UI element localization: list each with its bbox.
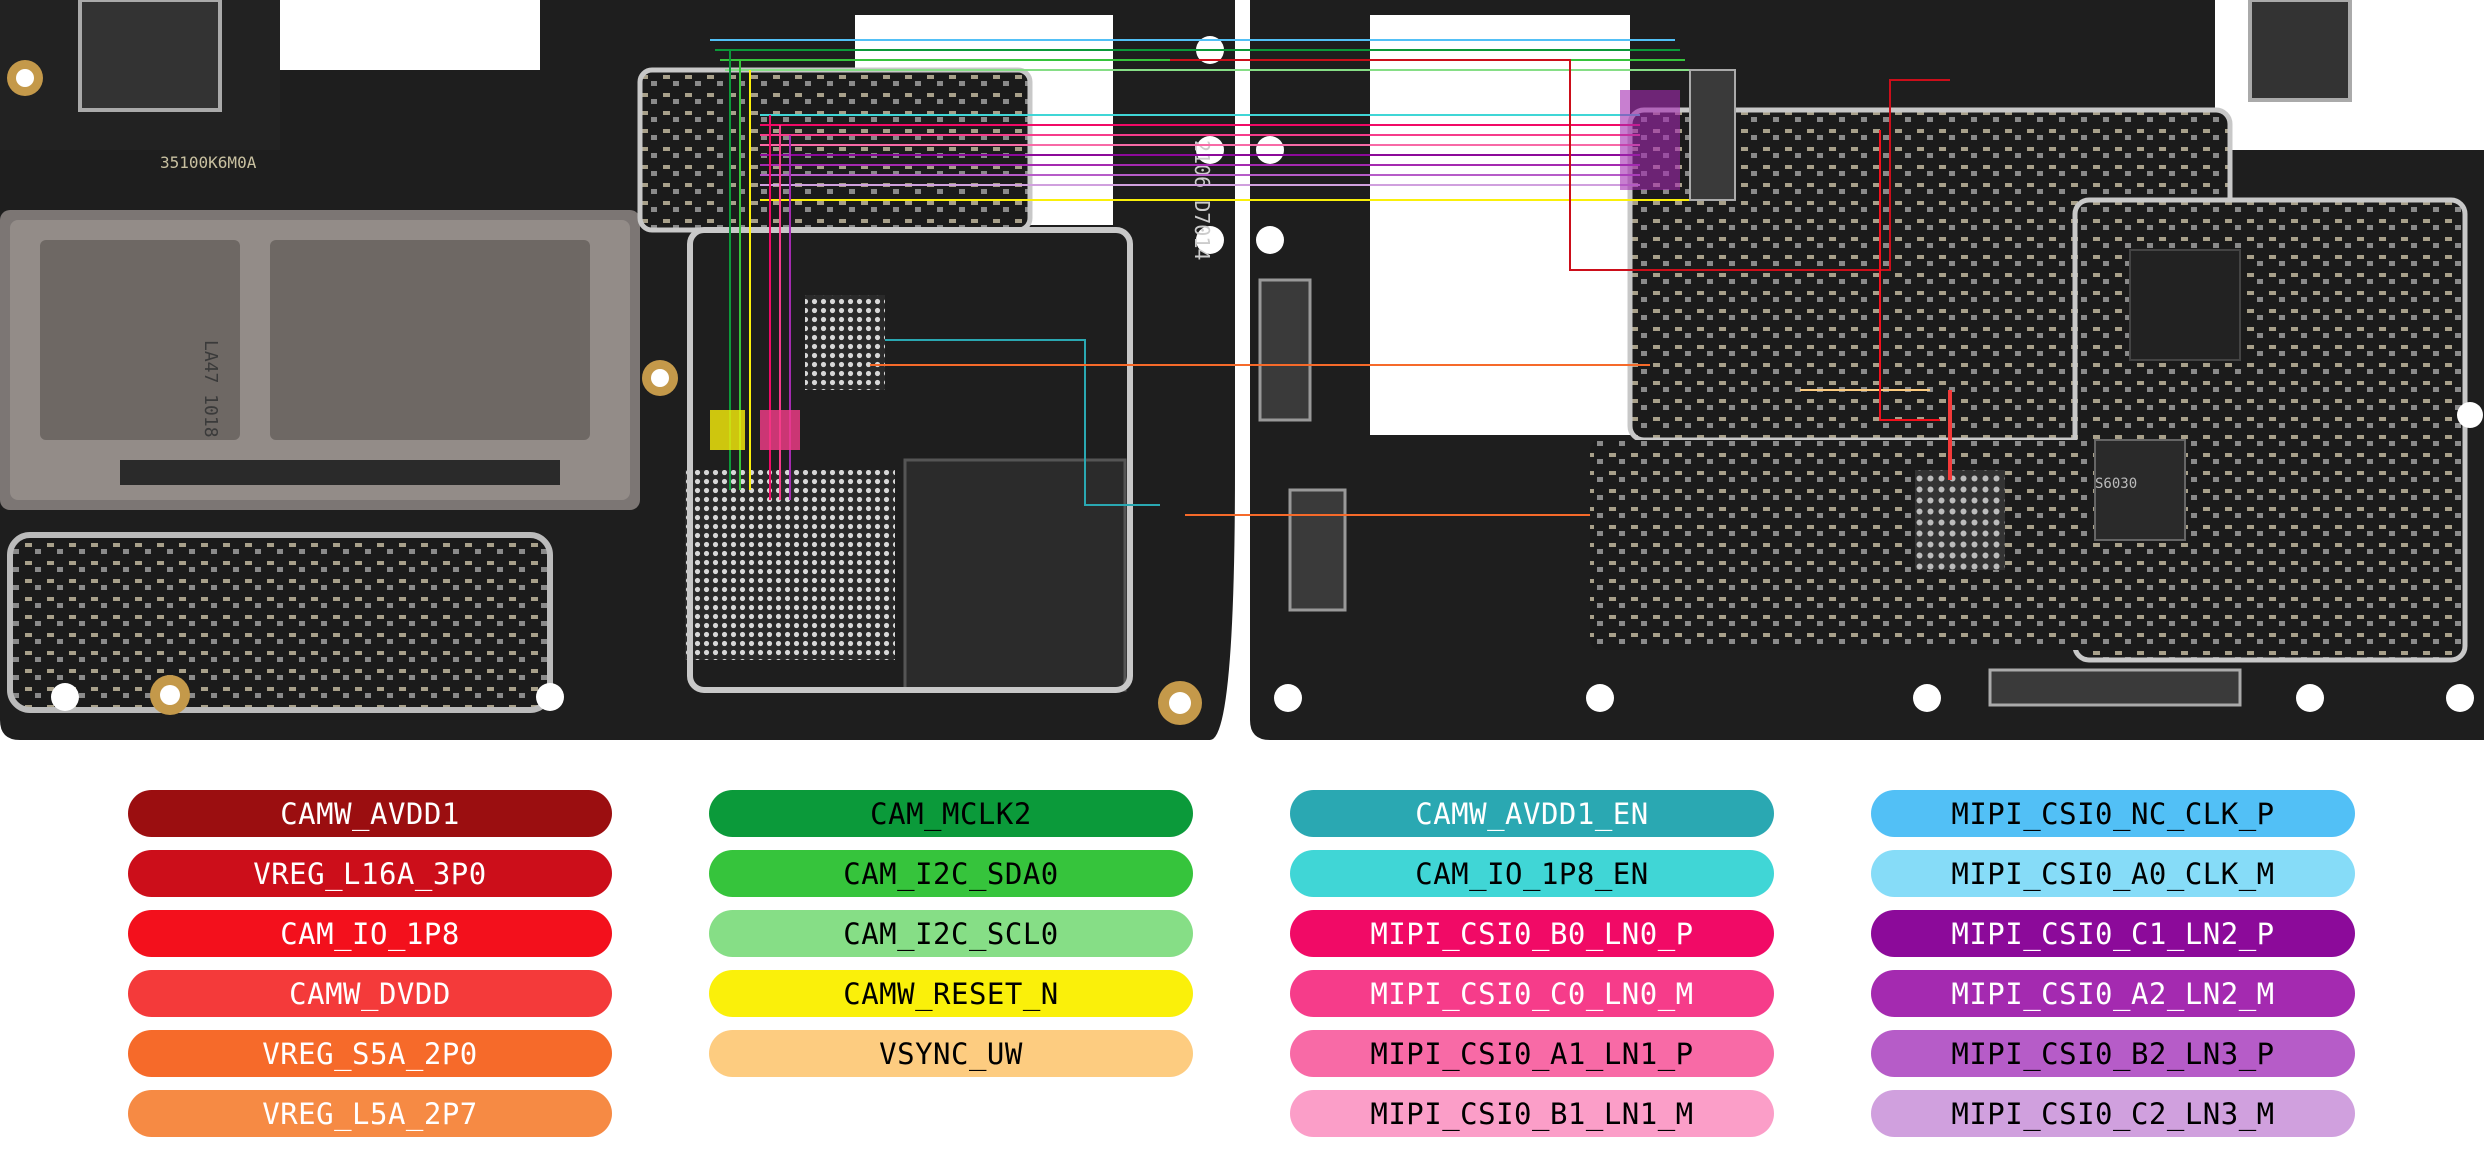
legend-column-4: MIPI_CSI0_NC_CLK_P MIPI_CSI0_A0_CLK_M MIPI… (1871, 790, 2355, 1150)
legend-item-label: CAMW_AVDD1 (280, 796, 460, 831)
legend-item-cam-mclk2: CAM_MCLK2 (709, 790, 1193, 837)
legend-item-label: MIPI_CSI0_B1_LN1_M (1370, 1096, 1694, 1131)
legend-item-label: MIPI_CSI0_B0_LN0_P (1370, 916, 1694, 951)
legend-item-label: MIPI_CSI0_C1_LN2_P (1951, 916, 2275, 951)
legend-item-mipi-csi0-nc-clk-p: MIPI_CSI0_NC_CLK_P (1871, 790, 2355, 837)
legend-item-vreg-s5a-2p0: VREG_S5A_2P0 (128, 1030, 612, 1077)
legend-item-label: CAM_I2C_SDA0 (843, 856, 1059, 891)
legend-item-label: MIPI_CSI0_A2_LN2_M (1951, 976, 2275, 1011)
legend-item-mipi-csi0-b1-ln1-m: MIPI_CSI0_B1_LN1_M (1290, 1090, 1774, 1137)
legend-item-label: MIPI_CSI0_C0_LN0_M (1370, 976, 1694, 1011)
legend-item-camw-avdd1: CAMW_AVDD1 (128, 790, 612, 837)
legend-item-camw-avdd1-en: CAMW_AVDD1_EN (1290, 790, 1774, 837)
legend-item-mipi-csi0-c0-ln0-m: MIPI_CSI0_C0_LN0_M (1290, 970, 1774, 1017)
legend-item-mipi-csi0-c2-ln3-m: MIPI_CSI0_C2_LN3_M (1871, 1090, 2355, 1137)
legend-item-label: MIPI_CSI0_B2_LN3_P (1951, 1036, 2275, 1071)
legend-item-camw-reset-n: CAMW_RESET_N (709, 970, 1193, 1017)
legend-column-3: CAMW_AVDD1_EN CAM_IO_1P8_EN MIPI_CSI0_B0_L… (1290, 790, 1774, 1150)
legend-item-camw-dvdd: CAMW_DVDD (128, 970, 612, 1017)
left-chip-mark: LA47 1018 (200, 340, 221, 438)
legend-item-label: CAM_IO_1P8_EN (1415, 856, 1649, 891)
legend-item-label: CAMW_DVDD (289, 976, 451, 1011)
legend-item-label: MIPI_CSI0_A0_CLK_M (1951, 856, 2275, 891)
legend-item-cam-io-1p8-en: CAM_IO_1P8_EN (1290, 850, 1774, 897)
left-board: 35100K6M0A LA47 1018 2106 D7014 (0, 0, 1235, 740)
signal-traces (710, 39, 1952, 516)
legend-item-label: VREG_L5A_2P7 (262, 1096, 478, 1131)
legend-item-mipi-csi0-c1-ln2-p: MIPI_CSI0_C1_LN2_P (1871, 910, 2355, 957)
legend-item-cam-io-1p8: CAM_IO_1P8 (128, 910, 612, 957)
legend-item-label: MIPI_CSI0_C2_LN3_M (1951, 1096, 2275, 1131)
legend-item-mipi-csi0-a2-ln2-m: MIPI_CSI0_A2_LN2_M (1871, 970, 2355, 1017)
legend-item-label: CAM_IO_1P8 (280, 916, 460, 951)
legend-item-vsync-uw: VSYNC_UW (709, 1030, 1193, 1077)
connector-pads (710, 69, 1736, 450)
legend-item-label: VREG_S5A_2P0 (262, 1036, 478, 1071)
legend-item-label: CAMW_RESET_N (843, 976, 1059, 1011)
legend-item-vreg-l16a-3p0: VREG_L16A_3P0 (128, 850, 612, 897)
legend-item-label: CAM_I2C_SCL0 (843, 916, 1059, 951)
legend-item-label: CAMW_AVDD1_EN (1415, 796, 1649, 831)
legend-item-mipi-csi0-a1-ln1-p: MIPI_CSI0_A1_LN1_P (1290, 1030, 1774, 1077)
right-board: S6030 (1250, 0, 2484, 740)
legend-item-cam-i2c-sda0: CAM_I2C_SDA0 (709, 850, 1193, 897)
legend-item-vreg-l5a-2p7: VREG_L5A_2P7 (128, 1090, 612, 1137)
legend-item-label: CAM_MCLK2 (870, 796, 1032, 831)
left-board-code: 35100K6M0A (160, 153, 257, 172)
legend-item-label: MIPI_CSI0_A1_LN1_P (1370, 1036, 1694, 1071)
legend-item-cam-i2c-scl0: CAM_I2C_SCL0 (709, 910, 1193, 957)
legend-item-label: MIPI_CSI0_NC_CLK_P (1951, 796, 2275, 831)
right-chip-mark: S6030 (2095, 476, 2137, 492)
legend-item-label: VSYNC_UW (879, 1036, 1023, 1071)
pcb-board-image: 35100K6M0A LA47 1018 2106 D7014 S6030 (0, 0, 2484, 740)
legend-item-mipi-csi0-b0-ln0-p: MIPI_CSI0_B0_LN0_P (1290, 910, 1774, 957)
legend-item-mipi-csi0-b2-ln3-p: MIPI_CSI0_B2_LN3_P (1871, 1030, 2355, 1077)
legend-item-label: VREG_L16A_3P0 (253, 856, 487, 891)
legend-item-mipi-csi0-a0-clk-m: MIPI_CSI0_A0_CLK_M (1871, 850, 2355, 897)
